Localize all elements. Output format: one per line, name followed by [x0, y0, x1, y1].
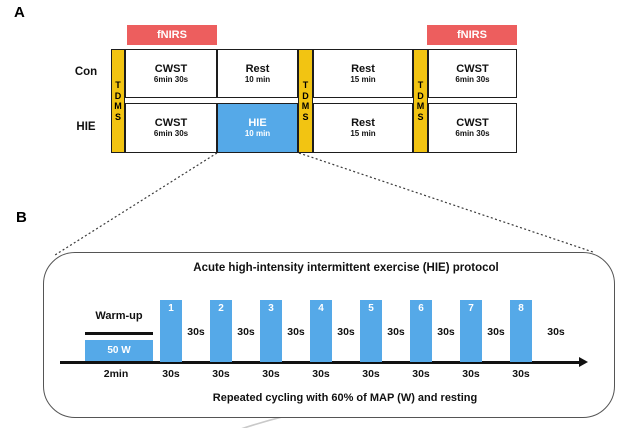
- timeline-axis: [60, 361, 581, 364]
- tdms-letter: T: [302, 80, 309, 90]
- bout-rest-label: 30s: [487, 326, 505, 338]
- tdms-letter: S: [417, 111, 424, 122]
- cell-title: Rest: [351, 62, 375, 75]
- tdms-letter: T: [115, 80, 121, 90]
- cell-title: CWST: [154, 62, 188, 75]
- tdms-letter: S: [114, 111, 121, 122]
- hie-bout-bar-5: 5: [360, 300, 382, 362]
- timeline-arrowhead-icon: [579, 356, 588, 367]
- bout-work-label: 30s: [362, 368, 380, 380]
- bout-work-label: 30s: [212, 368, 230, 380]
- warmup-duration-label: 2min: [103, 368, 129, 380]
- warmup-overline: [85, 332, 153, 335]
- bout-rest-label: 30s: [547, 326, 565, 338]
- bout-work-label: 30s: [412, 368, 430, 380]
- cell-subtitle: 6min 30s: [153, 129, 189, 138]
- hie-bout-bar-7: 7: [460, 300, 482, 362]
- bout-work-label: 30s: [512, 368, 530, 380]
- cell-title: Rest: [351, 117, 375, 129]
- cell-title: CWST: [456, 117, 489, 129]
- hie-bout-bar-2: 2: [210, 300, 232, 362]
- panel-b-label: B: [16, 209, 27, 226]
- hie-bout-bar-1: 1: [160, 300, 182, 362]
- row-label-hie: HIE: [76, 121, 96, 133]
- cell-subtitle: 6min 30s: [455, 74, 490, 84]
- warmup-label: Warm-up: [95, 310, 143, 322]
- bout-work-label: 30s: [462, 368, 480, 380]
- fnirs-badge-left: fNIRS: [127, 25, 217, 45]
- bout-work-label: 30s: [162, 368, 180, 380]
- hie-bout-bar-8: 8: [510, 300, 532, 362]
- row-label-con: Con: [74, 66, 98, 78]
- tdms-letter: T: [417, 80, 424, 90]
- tdms-letter: M: [416, 101, 425, 111]
- protocol-title: Acute high-intensity intermittent exerci…: [193, 262, 499, 274]
- cell-subtitle: 6min 30s: [153, 74, 189, 84]
- bout-rest-label: 30s: [387, 326, 405, 338]
- hie-bout-bar-3: 3: [260, 300, 282, 362]
- protocol-caption: Repeated cycling with 60% of MAP (W) and…: [212, 392, 478, 404]
- tdms-letter: M: [114, 101, 122, 111]
- cell-subtitle: 10 min: [244, 74, 271, 84]
- cell-subtitle: 15 min: [350, 74, 376, 84]
- zoom-connector-right-line: [298, 152, 594, 253]
- cell-title: CWST: [154, 117, 188, 129]
- bout-rest-label: 30s: [437, 326, 455, 338]
- hie-bout-bar-4: 4: [310, 300, 332, 362]
- tdms-letter: D: [114, 90, 122, 101]
- bout-work-label: 30s: [262, 368, 280, 380]
- tdms-letter: D: [417, 90, 424, 101]
- bout-rest-label: 30s: [187, 326, 205, 338]
- cell-subtitle: 15 min: [350, 129, 376, 138]
- cell-title: CWST: [456, 62, 489, 75]
- zoom-connector-left-line: [54, 152, 218, 256]
- tdms-letter: S: [302, 111, 309, 122]
- bout-rest-label: 30s: [237, 326, 255, 338]
- tdms-letter: D: [302, 90, 309, 101]
- cell-title: HIE: [248, 117, 267, 129]
- hie-bout-bar-6: 6: [410, 300, 432, 362]
- panel-a-label: A: [14, 4, 25, 21]
- tdms-letter: M: [301, 101, 310, 111]
- warmup-power-box: 50 W: [85, 340, 153, 361]
- cell-subtitle: 10 min: [244, 129, 271, 138]
- bout-rest-label: 30s: [337, 326, 355, 338]
- fnirs-badge-right: fNIRS: [427, 25, 517, 45]
- bout-rest-label: 30s: [287, 326, 305, 338]
- bout-work-label: 30s: [312, 368, 330, 380]
- cell-title: Rest: [245, 62, 270, 75]
- cell-subtitle: 6min 30s: [455, 129, 490, 138]
